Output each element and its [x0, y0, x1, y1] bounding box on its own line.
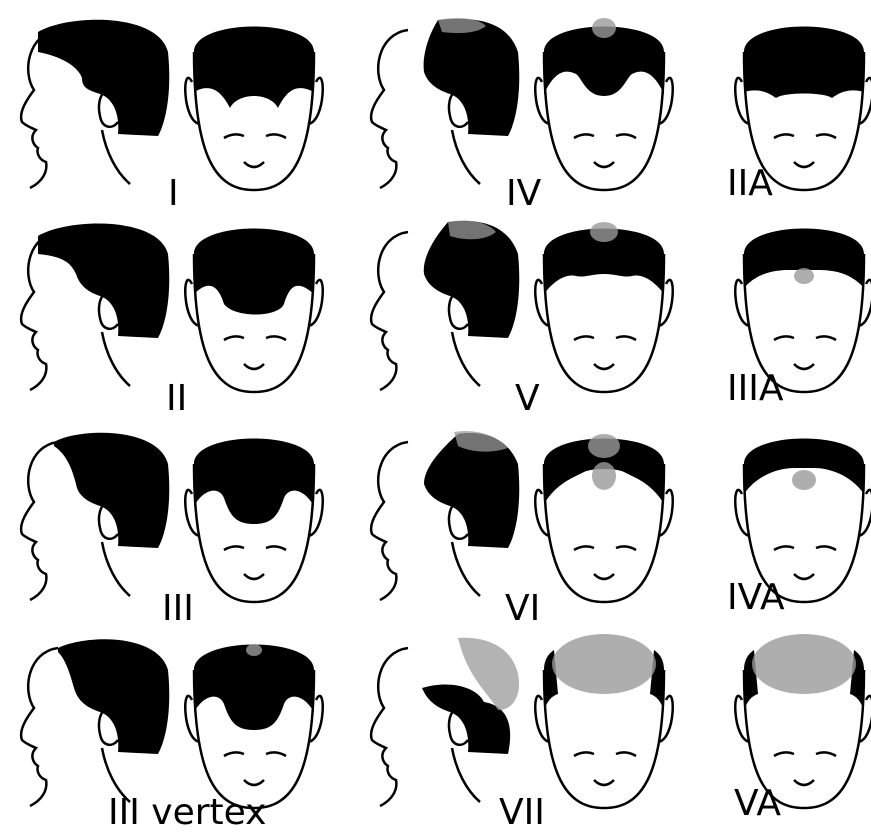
front-head-VI-thinning-1	[592, 462, 616, 490]
side-head-VII	[371, 638, 519, 806]
front-head-III-hair	[194, 439, 314, 525]
stage-label-I: I	[168, 176, 179, 212]
stage-label-IV: IV	[506, 176, 541, 212]
side-head-V	[371, 220, 519, 390]
front-head-I	[185, 27, 322, 191]
front-head-V-thinning-0	[590, 222, 618, 242]
front-head-II	[185, 229, 322, 393]
stage-label-IIA: IIA	[727, 166, 773, 202]
stage-label-III-vertex: III vertex	[108, 795, 266, 831]
side-head-IV-hair	[424, 19, 520, 136]
side-head-I-hair	[38, 20, 169, 136]
side-head-II-hair	[38, 224, 169, 338]
front-head-IV	[535, 18, 672, 190]
stage-label-IIIA: IIIA	[727, 371, 783, 407]
front-head-VII-thinning-0	[552, 634, 656, 694]
front-head-III-vertex-hair	[194, 645, 314, 731]
stage-label-V: V	[515, 381, 540, 417]
side-head-III	[21, 433, 169, 600]
front-head-VI-thinning-0	[588, 434, 620, 458]
front-head-I-hair	[194, 27, 314, 109]
stage-label-VII: VII	[499, 795, 545, 831]
side-head-II	[21, 224, 169, 390]
front-head-VII	[535, 634, 672, 808]
side-head-VII-outline	[371, 648, 480, 806]
front-head-VA	[735, 634, 871, 808]
front-head-V	[535, 222, 672, 392]
front-head-II-hair	[194, 229, 314, 315]
stage-label-IVA: IVA	[727, 580, 785, 616]
front-head-VI	[535, 434, 672, 602]
front-head-IIA-hair	[744, 27, 864, 99]
side-head-IV	[371, 18, 519, 188]
front-head-IIIA-thinning-0	[794, 268, 814, 284]
stage-label-VA: VA	[734, 786, 781, 822]
front-head-III	[185, 439, 322, 603]
side-head-III-vertex-hair	[58, 639, 169, 754]
side-head-III-vertex	[21, 639, 169, 806]
side-head-III-hair	[54, 433, 169, 548]
front-head-IVA-thinning-0	[792, 470, 816, 490]
side-head-I	[21, 20, 169, 188]
stage-label-III: III	[162, 591, 194, 627]
stage-label-VI: VI	[505, 591, 540, 627]
front-head-VA-thinning-0	[752, 634, 856, 694]
side-head-VI	[371, 431, 519, 600]
front-head-III-vertex	[185, 644, 322, 808]
front-head-IV-thinning-0	[592, 18, 616, 38]
front-head-III-vertex-thinning-0	[246, 644, 262, 656]
stage-label-II: II	[166, 381, 187, 417]
